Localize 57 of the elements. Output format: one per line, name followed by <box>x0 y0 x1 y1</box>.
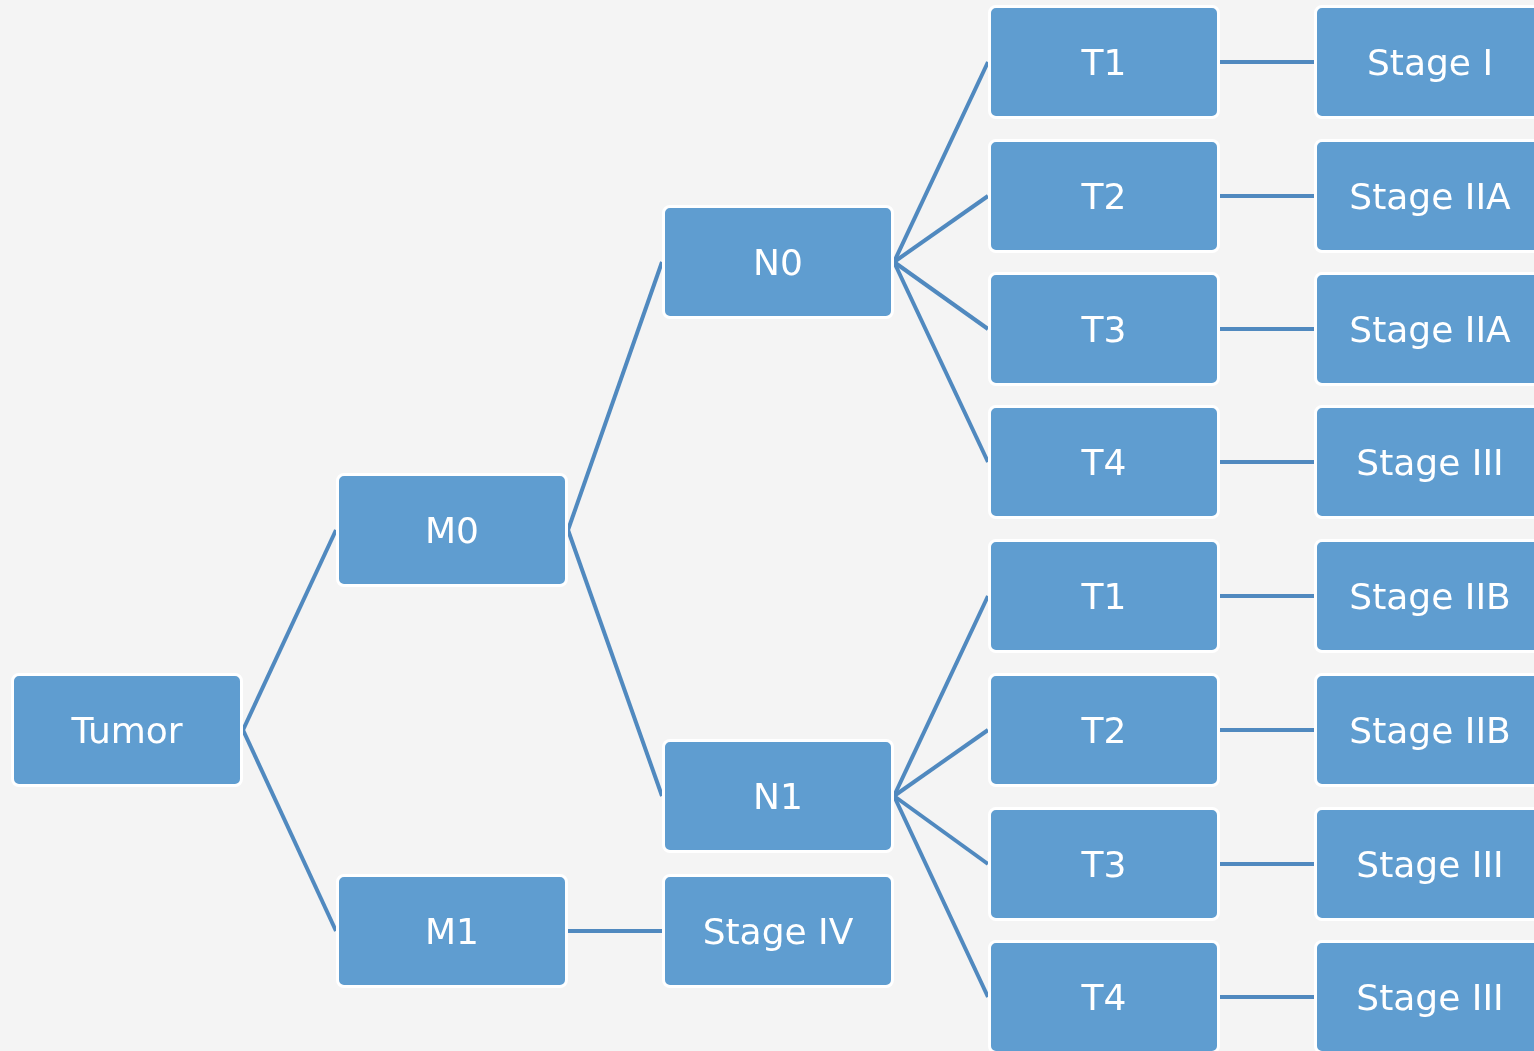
node-label: N0 <box>753 241 803 283</box>
connector-line <box>1220 728 1314 732</box>
process-box <box>988 405 1220 519</box>
node-label: Stage IIB <box>1349 575 1511 617</box>
connector-line <box>566 529 664 797</box>
process-box <box>11 673 243 787</box>
process-box <box>988 539 1220 653</box>
node-label: Stage I <box>1366 41 1494 83</box>
process-box <box>988 139 1220 253</box>
node-label: Stage IIB <box>1349 709 1511 751</box>
node-label: T4 <box>1081 976 1127 1018</box>
connector-line <box>566 261 664 531</box>
connector-line <box>1220 327 1314 331</box>
node-label: Stage III <box>1356 976 1504 1018</box>
node-label: T3 <box>1081 843 1127 885</box>
node-label: Stage III <box>1356 441 1504 483</box>
connector-line <box>1220 460 1314 464</box>
process-box <box>1314 807 1534 921</box>
process-box <box>1314 139 1534 253</box>
process-box <box>988 673 1220 787</box>
process-box <box>988 272 1220 386</box>
node-label: T1 <box>1081 575 1127 617</box>
process-box <box>988 5 1220 119</box>
process-box <box>1314 5 1534 119</box>
process-box <box>1314 539 1534 653</box>
process-box <box>1314 673 1534 787</box>
connector-line <box>241 529 338 731</box>
process-box <box>662 874 894 988</box>
node-label: T3 <box>1081 308 1127 350</box>
node-label: T2 <box>1081 709 1127 751</box>
process-box <box>336 874 568 988</box>
process-box <box>662 205 894 319</box>
process-box <box>988 940 1220 1051</box>
node-label: N1 <box>753 775 803 817</box>
node-label: Stage IIA <box>1349 308 1511 350</box>
process-box <box>1314 940 1534 1051</box>
node-label: M1 <box>425 910 479 952</box>
node-label: Stage IV <box>702 910 854 952</box>
node-label: T1 <box>1081 41 1127 83</box>
node-label: T4 <box>1081 441 1127 483</box>
process-box <box>1314 272 1534 386</box>
connector-line <box>1220 862 1314 866</box>
node-label: T2 <box>1081 175 1127 217</box>
node-label: Stage IIA <box>1349 175 1511 217</box>
connector-line <box>1220 194 1314 198</box>
connector-line <box>1220 60 1314 64</box>
connector-line <box>1220 594 1314 598</box>
connector-line <box>1220 995 1314 999</box>
node-label: M0 <box>425 509 479 551</box>
process-box <box>662 739 894 853</box>
process-box <box>336 473 568 587</box>
connector-line <box>241 729 338 932</box>
process-box <box>988 807 1220 921</box>
node-label: Stage III <box>1356 843 1504 885</box>
connector-line <box>568 929 662 933</box>
node-label: Tumor <box>71 709 183 751</box>
process-box <box>1314 405 1534 519</box>
